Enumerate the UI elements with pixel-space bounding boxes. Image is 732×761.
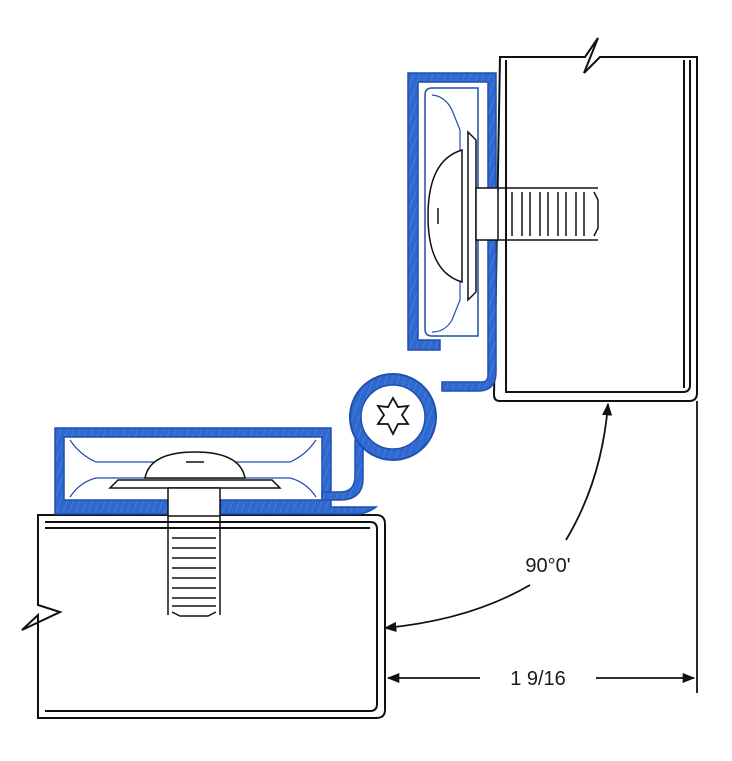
angle-dimension xyxy=(383,402,613,632)
hinge-knuckle xyxy=(349,373,437,461)
upper-screw xyxy=(427,130,599,302)
width-dimension xyxy=(386,401,698,693)
upper-door-panel xyxy=(492,37,698,402)
width-label: 1 9/16 xyxy=(510,668,566,690)
lower-screw xyxy=(108,451,282,617)
angle-label: 90°0' xyxy=(525,555,570,577)
torx-pin-icon xyxy=(376,396,410,437)
